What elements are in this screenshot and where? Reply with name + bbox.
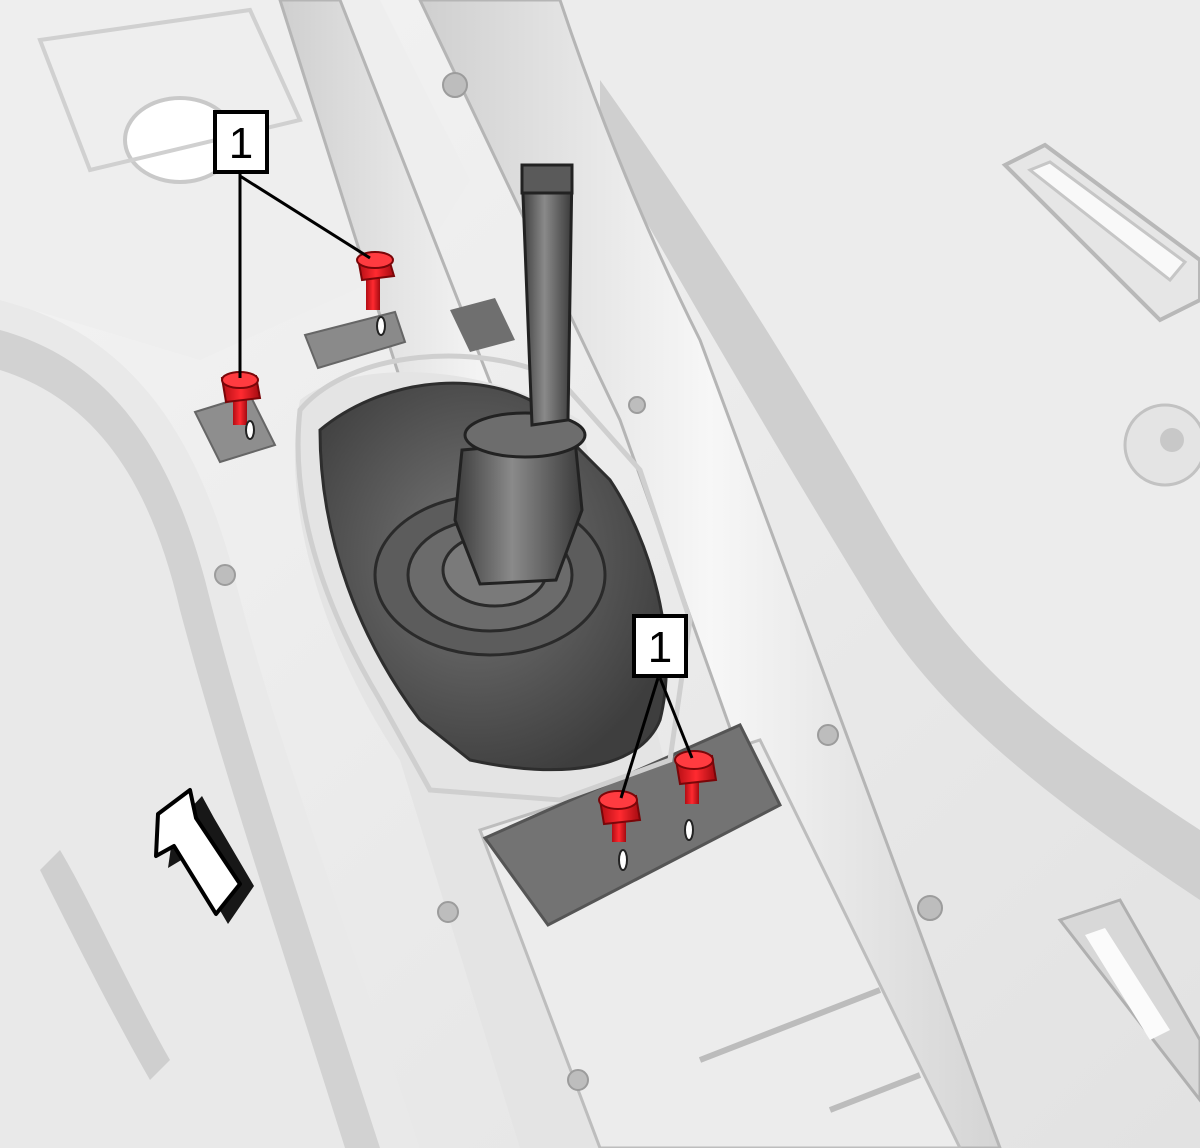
bolt-holes — [245, 316, 694, 871]
callout-1-bottom: 1 — [632, 614, 688, 678]
bolt-upper-left — [220, 371, 262, 425]
right-floor-panel — [560, 0, 1200, 860]
shifter-mount-rim — [295, 353, 693, 803]
left-slot — [40, 850, 170, 1080]
shift-lever-tip — [520, 163, 574, 195]
callout-label-top: 1 — [229, 119, 253, 168]
right-boss-hole — [1160, 428, 1184, 452]
bottom-right-slot-inner — [1085, 928, 1170, 1040]
left-floor-edge — [0, 330, 380, 1148]
right-floor-shadow — [600, 80, 1200, 900]
callout-label-bottom: 1 — [648, 623, 672, 672]
shift-lever-shaft — [520, 166, 574, 427]
upper-bracket-tab — [450, 298, 515, 352]
callout-1-top: 1 — [213, 110, 269, 174]
right-slot-inner — [1027, 160, 1188, 283]
shift-lever-collar — [453, 438, 584, 586]
rail-holes — [214, 72, 943, 1091]
lower-ridge-b — [828, 1072, 922, 1113]
bolt-lower-right — [674, 750, 718, 804]
bolt-lower-left — [598, 790, 642, 842]
shift-lever-collar-top — [463, 411, 587, 459]
top-left-ridge — [37, 7, 303, 173]
callout-leaders — [238, 172, 694, 799]
bolt-upper-right — [356, 251, 396, 310]
lower-ridge-a — [698, 987, 882, 1063]
hollow-arrow-icon — [154, 788, 254, 924]
